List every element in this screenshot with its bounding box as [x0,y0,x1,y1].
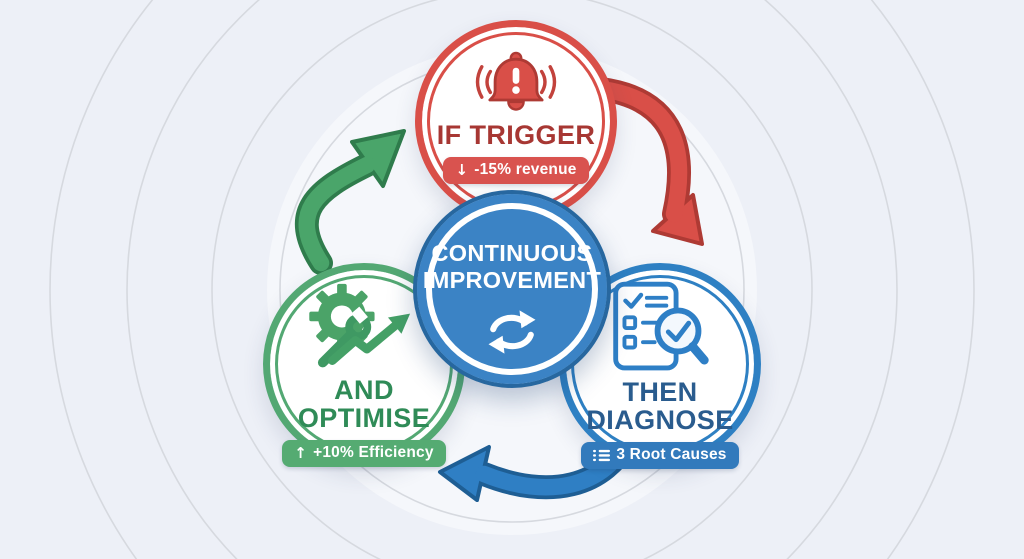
diagnose-badge: 3 Root Causes [581,442,739,469]
checklist-magnifier-icon [604,280,716,378]
diagnose-badge-text: 3 Root Causes [616,446,727,463]
diagnose-title-line1: THEN [622,377,698,407]
center-node: CONTINUOUS IMPROVEMENT [413,190,611,388]
arrow-optimise-to-trigger [294,129,406,275]
optimise-badge: ↑ +10% Efficiency [282,440,446,467]
center-title-line2: IMPROVEMENT [422,267,602,293]
trigger-badge-text: -15% revenue [474,161,577,178]
diagnose-title-line2: DIAGNOSE [586,405,734,435]
optimise-node: AND OPTIMISE ↑ +10% Efficiency [263,263,465,467]
optimise-title-line1: AND [334,375,394,405]
arrow-up-icon: ↑ [294,444,308,462]
refresh-cycle-icon [481,304,543,360]
center-title-line1: CONTINUOUS [431,240,593,266]
center-title: CONTINUOUS IMPROVEMENT [423,240,601,294]
diagnose-node: THEN DIAGNOSE 3 Root Causes [559,263,761,469]
optimise-badge-text: +10% Efficiency [313,444,434,461]
trigger-title: IF TRIGGER [436,120,596,150]
arrow-trigger-to-diagnose [589,77,704,246]
gear-growth-icon [301,280,427,376]
trigger-badge: ↓ -15% revenue [443,157,589,184]
alert-bell-icon [458,43,574,119]
optimise-title: AND OPTIMISE [298,376,430,432]
diagnose-title: THEN DIAGNOSE [586,378,733,434]
arrow-down-icon: ↓ [455,161,469,179]
trigger-node: IF TRIGGER ↓ -15% revenue [415,20,617,222]
list-icon [593,449,611,462]
optimise-title-line2: OPTIMISE [297,403,431,433]
